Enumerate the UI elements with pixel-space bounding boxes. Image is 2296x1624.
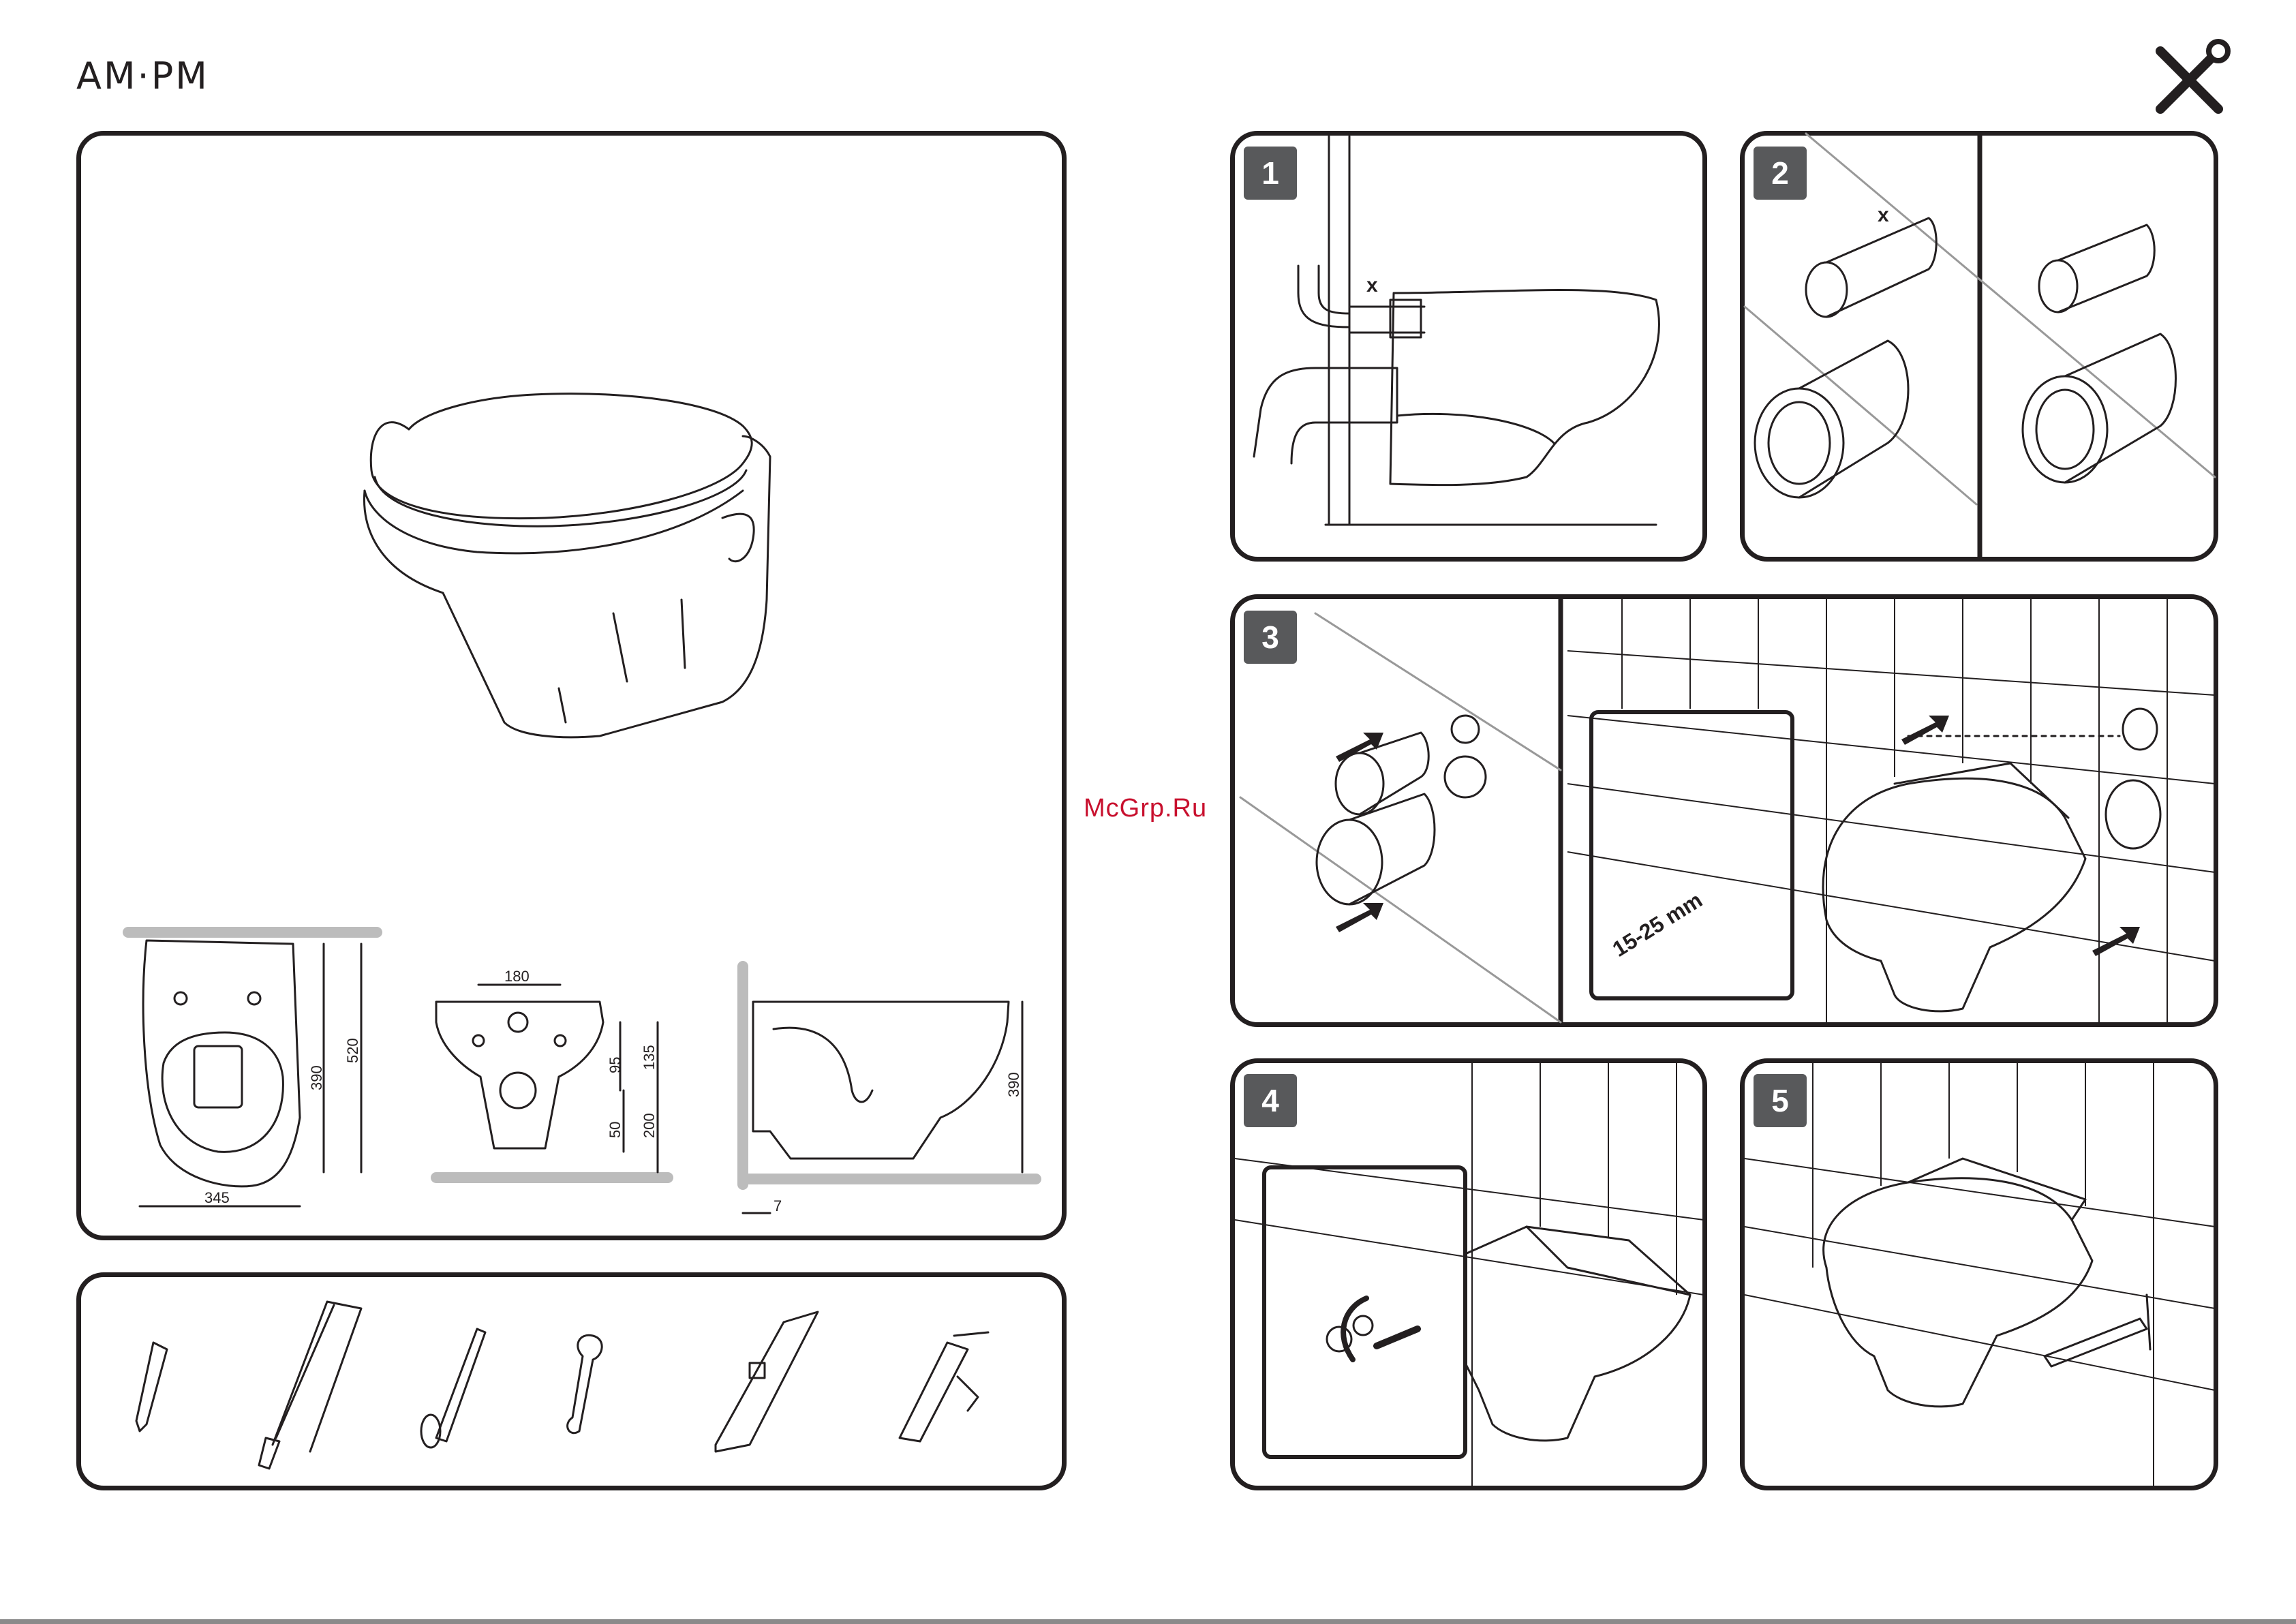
step-5-panel bbox=[1740, 1058, 2218, 1490]
brand-logo: AM·PM bbox=[76, 55, 209, 97]
step-3-panel bbox=[1230, 594, 2218, 1027]
watermark: McGrp.Ru bbox=[1084, 794, 1207, 823]
step-5-badge: 5 bbox=[1754, 1074, 1807, 1127]
step-4-badge: 4 bbox=[1244, 1074, 1297, 1127]
step-1-panel bbox=[1230, 131, 1707, 562]
product-panel bbox=[76, 131, 1067, 1240]
step-1-badge: 1 bbox=[1244, 147, 1297, 200]
tools-panel bbox=[76, 1272, 1067, 1490]
page-bottom-border bbox=[0, 1619, 2296, 1624]
step-4-panel bbox=[1230, 1058, 1707, 1490]
step-2-badge: 2 bbox=[1754, 147, 1807, 200]
step-3-badge: 3 bbox=[1244, 611, 1297, 664]
step-2-panel bbox=[1740, 131, 2218, 562]
